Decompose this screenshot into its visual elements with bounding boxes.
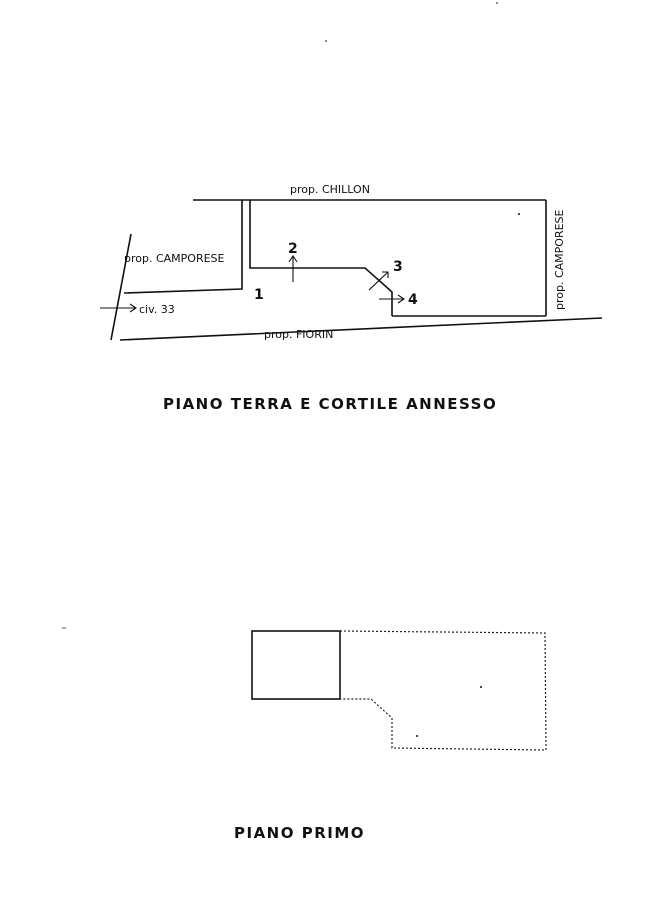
label-north-neighbor: prop. CHILLON bbox=[290, 183, 370, 196]
point-4-arrow bbox=[379, 294, 405, 304]
label-south-neighbor: prop. FIORIN bbox=[264, 328, 333, 341]
west-boundary-line bbox=[110, 233, 132, 341]
west-wall-line bbox=[123, 200, 243, 294]
entry-arrow bbox=[100, 303, 137, 313]
point-2-arrow bbox=[288, 255, 298, 282]
point-4-label: 4 bbox=[408, 292, 418, 308]
street-line bbox=[119, 317, 603, 341]
dot-mark bbox=[518, 213, 520, 215]
dot-mark bbox=[416, 735, 418, 737]
scan-speck bbox=[325, 40, 327, 42]
ground-floor-caption: PIANO TERRA E CORTILE ANNESSO bbox=[163, 395, 497, 413]
label-east-neighbor: prop. CAMPORESE bbox=[553, 209, 566, 310]
label-west-neighbor: prop. CAMPORESE bbox=[124, 252, 225, 265]
first-floor-caption: PIANO PRIMO bbox=[234, 824, 365, 842]
point-3-label: 3 bbox=[393, 259, 403, 275]
first-floor-outline-dashed bbox=[339, 630, 547, 751]
first-floor-plan: PIANO PRIMO bbox=[234, 630, 547, 842]
dot-mark bbox=[480, 686, 482, 688]
point-2-label: 2 bbox=[288, 241, 298, 257]
point-1-label: 1 bbox=[254, 287, 264, 303]
point-3-arrow bbox=[368, 271, 389, 291]
scan-speck bbox=[496, 2, 498, 4]
building-outline bbox=[249, 200, 393, 316]
label-address: civ. 33 bbox=[139, 303, 175, 316]
ground-floor-plan: prop. CHILLON prop. CAMPORESE prop. FIOR… bbox=[100, 183, 603, 413]
first-floor-room bbox=[251, 630, 341, 700]
